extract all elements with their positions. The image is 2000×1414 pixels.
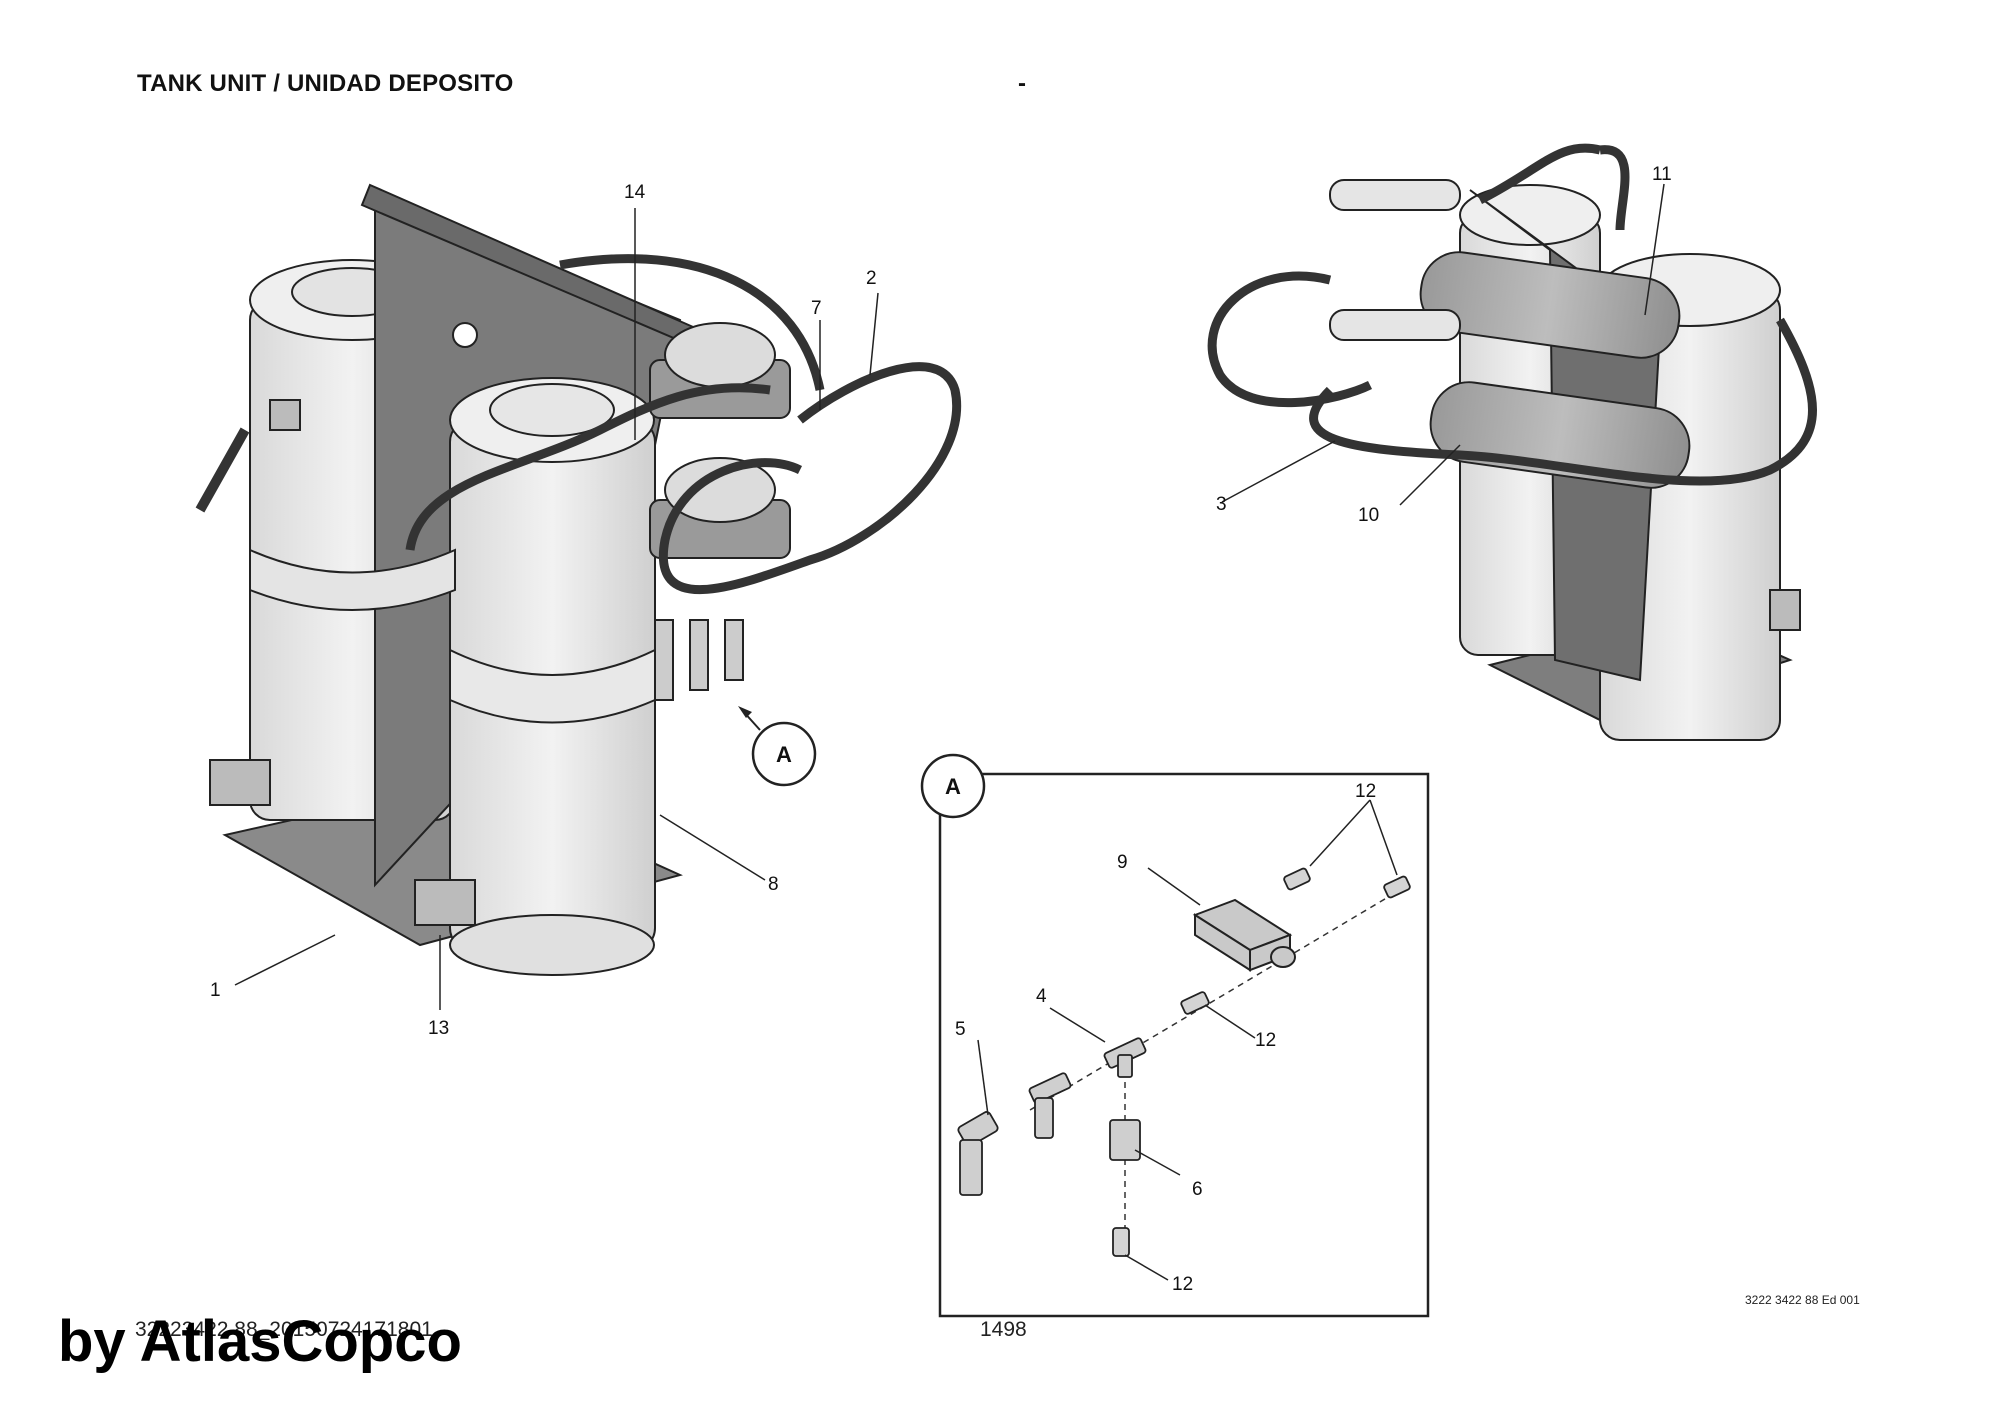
right-assembly bbox=[1207, 143, 1817, 741]
callout-12-top: 12 bbox=[1355, 781, 1376, 802]
callout-14: 14 bbox=[624, 182, 646, 203]
page-title: TANK UNIT / UNIDAD DEPOSITO bbox=[137, 70, 514, 97]
detail-a-box: A bbox=[920, 753, 1430, 1318]
callout-7: 7 bbox=[811, 298, 822, 319]
page-number: 1498 bbox=[980, 1318, 1027, 1341]
callout-11: 11 bbox=[1652, 164, 1672, 185]
callout-2: 2 bbox=[866, 268, 877, 289]
header-dash: - bbox=[1018, 70, 1026, 97]
callout-12-bottom: 12 bbox=[1172, 1274, 1193, 1295]
callout-12-middle: 12 bbox=[1255, 1030, 1276, 1051]
watermark: by AtlasCopco bbox=[58, 1309, 462, 1374]
callout-labels: 1 2 3 4 5 6 7 8 9 10 11 12 12 12 13 14 bbox=[210, 164, 1672, 1295]
callout-1: 1 bbox=[210, 980, 221, 1001]
leader-lines bbox=[234, 183, 1665, 1281]
callout-13: 13 bbox=[428, 1018, 449, 1039]
callout-9: 9 bbox=[1117, 852, 1128, 873]
callout-6: 6 bbox=[1192, 1179, 1203, 1200]
callout-10: 10 bbox=[1358, 505, 1379, 526]
document-id: 32223422 88_20150724171801 bbox=[135, 1318, 433, 1341]
drawing-reference: 3222 3422 88 Ed 001 bbox=[1745, 1293, 1860, 1307]
svg-text:A: A bbox=[776, 742, 792, 767]
left-assembly bbox=[195, 183, 962, 976]
detail-box-marker-circle bbox=[920, 753, 986, 819]
callout-3: 3 bbox=[1216, 494, 1227, 515]
detail-a-marker: A bbox=[738, 706, 817, 787]
callout-4: 4 bbox=[1036, 986, 1047, 1007]
detail-box-marker: A bbox=[945, 774, 961, 799]
callout-5: 5 bbox=[955, 1019, 966, 1040]
callout-8: 8 bbox=[768, 874, 779, 895]
